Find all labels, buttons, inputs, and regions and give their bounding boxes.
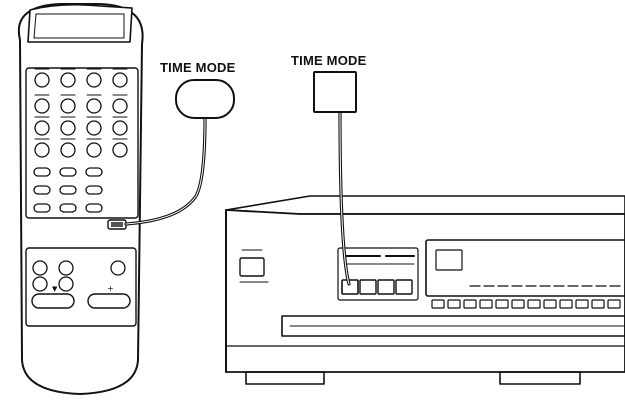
remote-small-button — [60, 138, 76, 158]
remote-lower-panel — [25, 247, 137, 327]
remote-small-button — [34, 138, 50, 158]
remote-small-button — [60, 94, 76, 114]
deck — [225, 195, 625, 385]
remote-small-button — [86, 68, 102, 88]
remote-small-button — [60, 68, 76, 88]
deck-small-button — [495, 299, 509, 309]
remote-small-button — [86, 116, 102, 136]
remote-lower-button — [58, 276, 74, 292]
remote-lower-button — [32, 276, 48, 292]
remote-upper-panel — [25, 67, 139, 219]
remote-lower-button — [32, 260, 48, 276]
remote-small-button — [112, 138, 128, 158]
deck-disc-tray — [281, 315, 625, 337]
remote-control: ▼ + — [17, 3, 144, 395]
remote-small-button — [34, 68, 50, 88]
remote-callout-button-shape — [175, 79, 235, 119]
remote-plus-button — [87, 293, 131, 309]
remote-small-button — [59, 167, 77, 177]
remote-small-button — [85, 185, 103, 195]
svg-text:+: + — [107, 284, 114, 293]
deck-small-button — [559, 299, 573, 309]
deck-power-button — [239, 257, 265, 277]
remote-small-button — [33, 167, 51, 177]
remote-body — [17, 3, 144, 395]
deck-small-button — [527, 299, 541, 309]
remote-small-button — [59, 185, 77, 195]
deck-small-button — [607, 299, 621, 309]
deck-time-mode-label: TIME MODE — [291, 53, 367, 68]
deck-small-button — [575, 299, 589, 309]
remote-small-button — [112, 94, 128, 114]
remote-small-button — [33, 185, 51, 195]
remote-small-button — [85, 203, 103, 213]
deck-top — [225, 195, 625, 215]
deck-small-button — [591, 299, 605, 309]
remote-small-button — [33, 203, 51, 213]
deck-foot-right — [499, 371, 581, 385]
remote-small-button — [112, 68, 128, 88]
remote-small-button — [60, 116, 76, 136]
deck-display — [425, 239, 625, 297]
remote-small-button — [34, 94, 50, 114]
remote-small-button — [86, 138, 102, 158]
remote-lower-button — [58, 260, 74, 276]
deck-small-button — [463, 299, 477, 309]
remote-small-button — [85, 167, 103, 177]
remote-minus-button — [31, 293, 75, 309]
deck-small-button — [543, 299, 557, 309]
remote-ir-window — [27, 3, 133, 43]
remote-small-button — [86, 94, 102, 114]
remote-time-mode-label: TIME MODE — [160, 60, 236, 75]
remote-lower-button — [110, 260, 126, 276]
deck-control-cluster — [337, 247, 419, 301]
remote-small-button — [34, 116, 50, 136]
svg-text:▼: ▼ — [52, 285, 58, 293]
deck-callout-button-shape — [313, 71, 357, 113]
remote-small-button — [112, 116, 128, 136]
remote-small-button — [59, 203, 77, 213]
deck-small-button — [511, 299, 525, 309]
deck-small-button — [479, 299, 493, 309]
deck-time-mode-button — [341, 279, 359, 295]
deck-small-button — [431, 299, 445, 309]
deck-small-button — [447, 299, 461, 309]
deck-foot-left — [245, 371, 325, 385]
